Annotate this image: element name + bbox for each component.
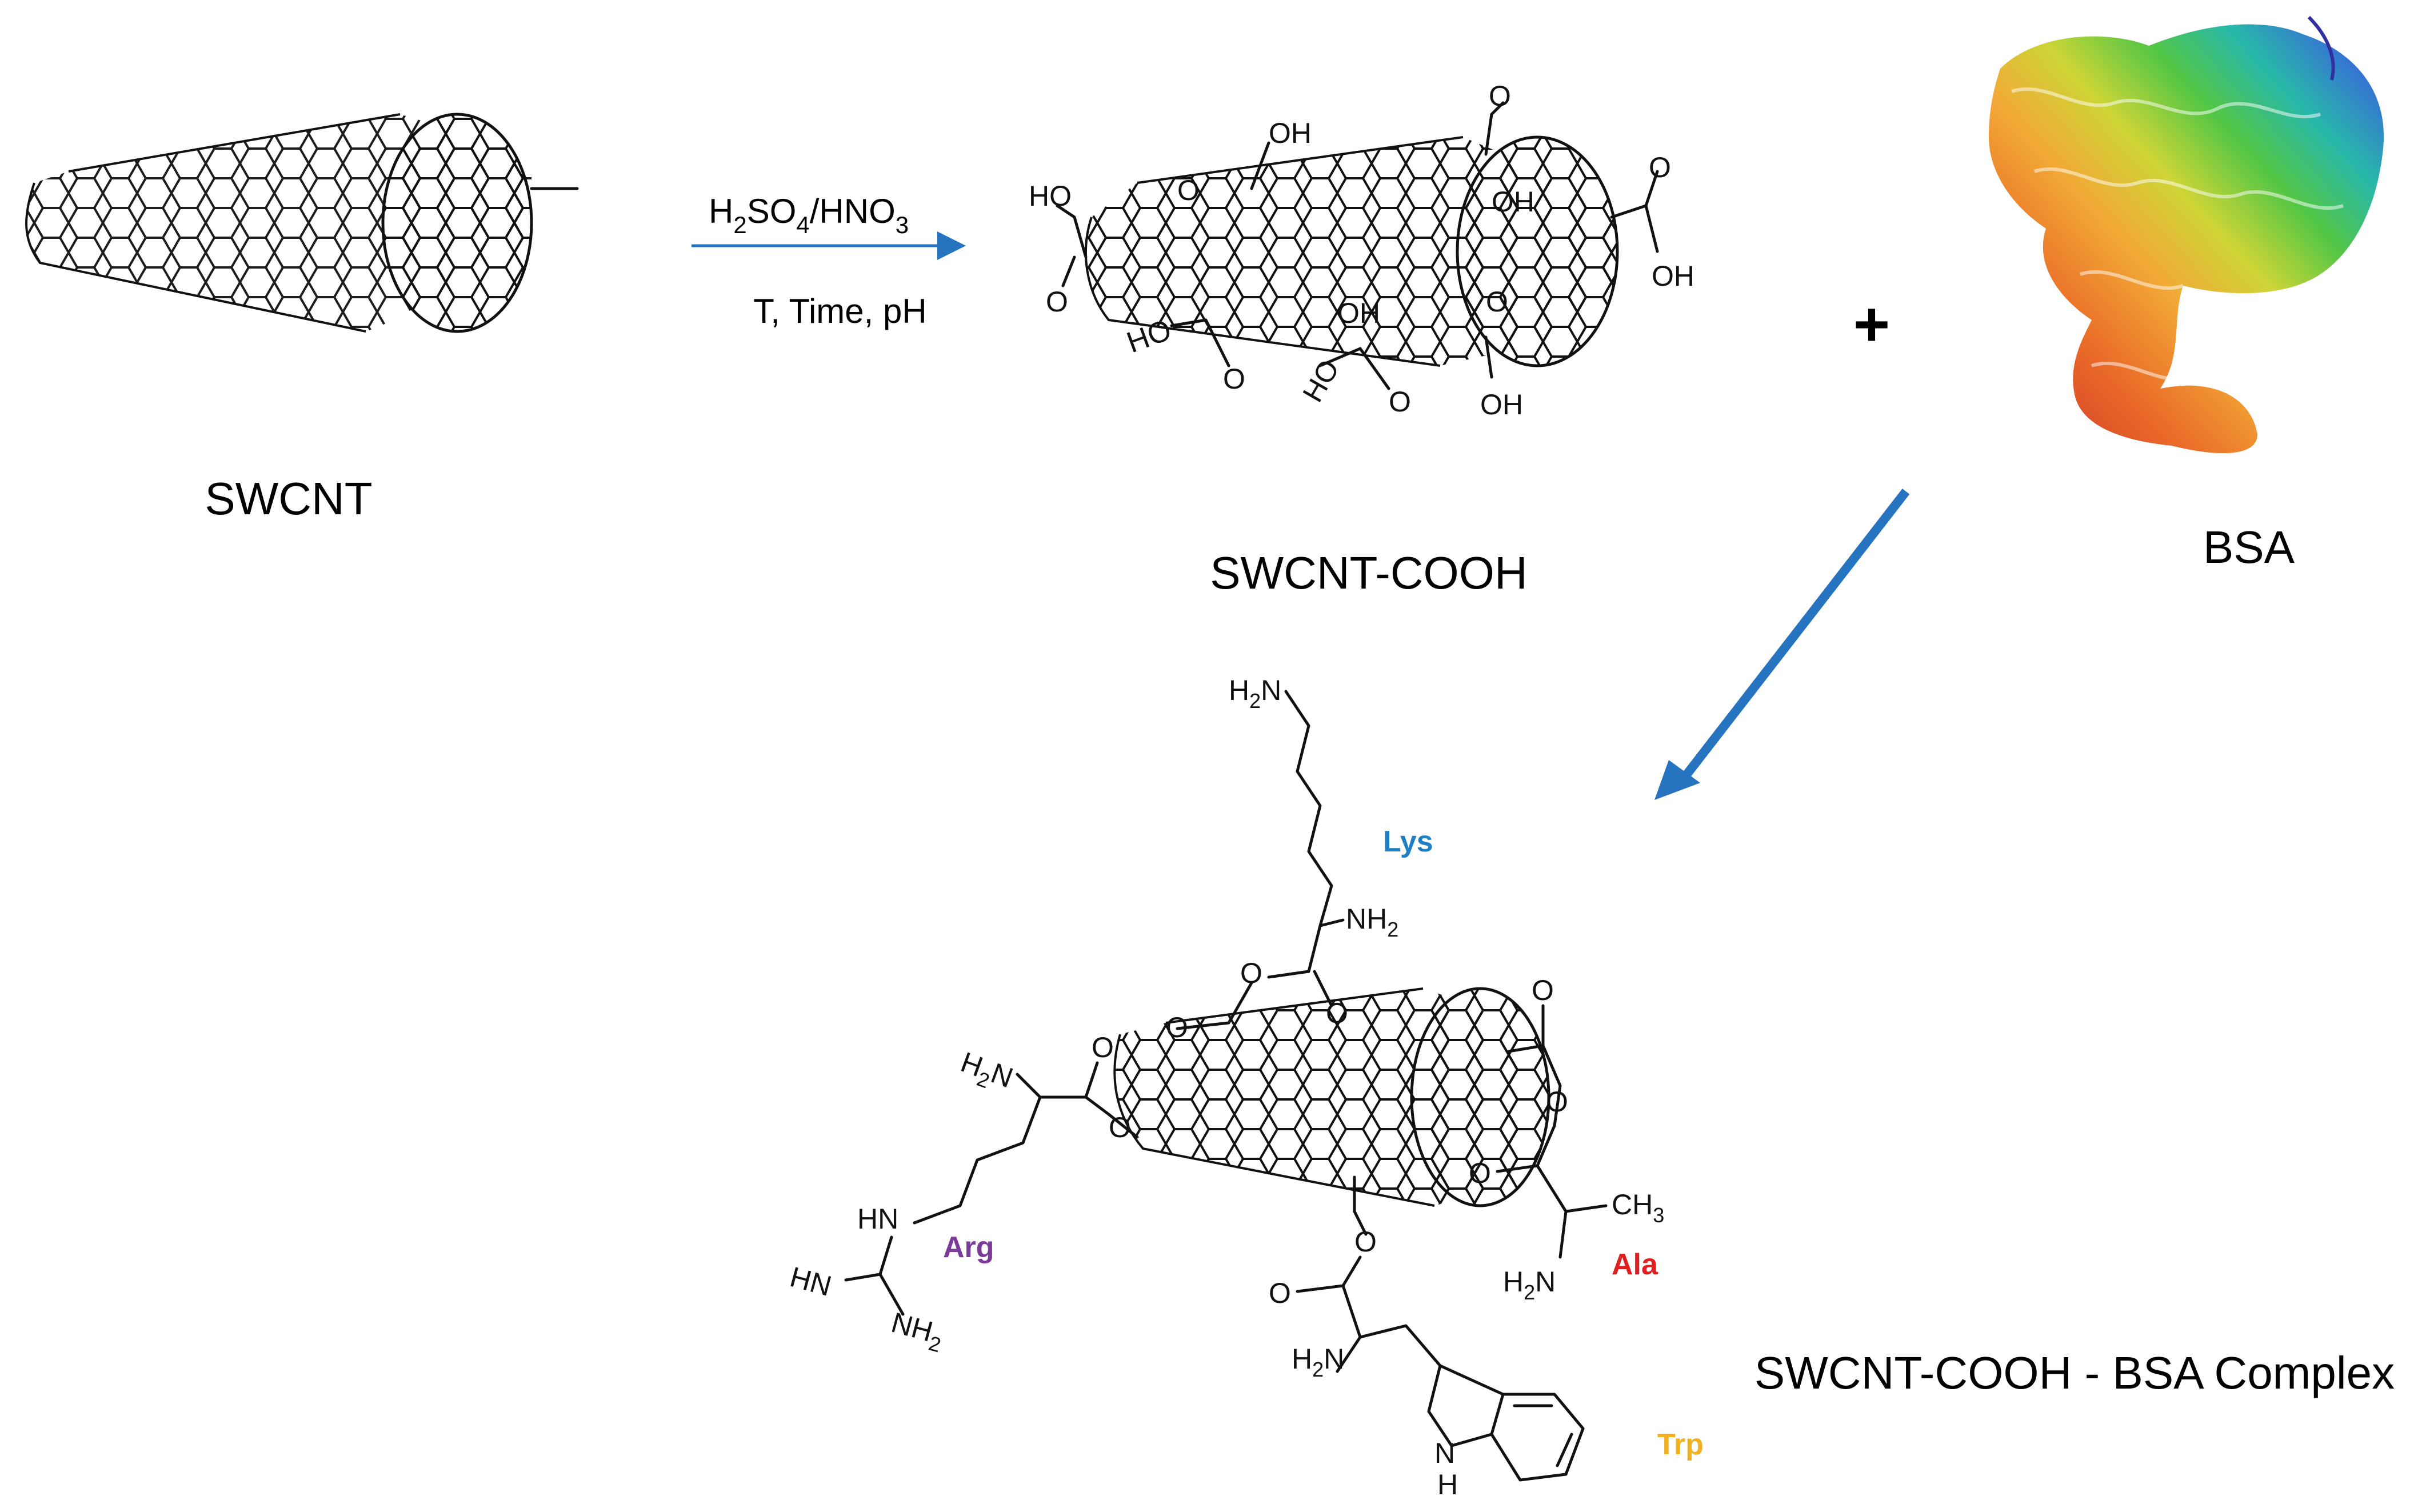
trp-residue: O O H2N N H	[1269, 1175, 1585, 1501]
ala-o-3: O	[1469, 1157, 1491, 1189]
arg-o-2: O	[1109, 1111, 1131, 1143]
trp-o-1: O	[1354, 1226, 1377, 1258]
ho-group-1: HO	[1029, 180, 1072, 212]
swcnt-cooh-label: SWCNT-COOH	[1210, 547, 1528, 598]
o-group-6: O	[1389, 386, 1411, 418]
oh-group-3: OH	[1652, 260, 1694, 292]
arg-o-1: O	[1092, 1031, 1114, 1063]
lys-residue: H2N NH2 O O O	[1166, 674, 1398, 1043]
trp-n-label: N	[1434, 1437, 1455, 1469]
ho-group-3: HO	[1296, 354, 1345, 407]
oh-group-4: OH	[1337, 297, 1380, 329]
arg-nh2-label: NH2	[886, 1306, 947, 1357]
lys-o-2: O	[1326, 997, 1348, 1029]
o-group-3: O	[1489, 80, 1511, 112]
ala-residue: O O O CH3 H2N	[1469, 974, 1664, 1304]
oxidation-arrow	[692, 231, 966, 260]
reagent-label: H2SO4/HNO3	[709, 192, 909, 238]
conditions-label: T, Time, pH	[753, 292, 926, 330]
arg-residue: H2N O O HN HN NH2	[787, 1031, 1139, 1357]
o-group-7: O	[1486, 286, 1508, 318]
arg-imine-label: HN	[787, 1261, 835, 1302]
o-group-1: O	[1046, 286, 1068, 318]
bsa-label: BSA	[2203, 522, 2295, 573]
bsa-protein-structure	[1989, 15, 2384, 454]
arg-label: Arg	[943, 1231, 994, 1264]
lys-label: Lys	[1383, 825, 1433, 858]
oh-group-1: OH	[1269, 117, 1312, 149]
swcnt-label: SWCNT	[205, 473, 372, 524]
lys-nh2-label: NH2	[1346, 903, 1398, 941]
arg-hn-label: HN	[857, 1203, 898, 1235]
trp-amine-label: H2N	[1292, 1343, 1344, 1381]
complex-tube	[1113, 987, 1550, 1207]
o-group-4: O	[1649, 151, 1671, 183]
ala-label: Ala	[1612, 1248, 1658, 1281]
plus-sign: +	[1853, 289, 1890, 359]
arg-amine-label: H2N	[954, 1046, 1017, 1100]
ala-ch3-label: CH3	[1612, 1189, 1664, 1227]
o-group-2: O	[1177, 174, 1200, 206]
ala-o-2: O	[1546, 1086, 1568, 1118]
trp-o-2: O	[1269, 1277, 1291, 1309]
lys-amine-label: H2N	[1229, 674, 1281, 713]
swcnt-tube	[25, 113, 579, 333]
binding-arrow	[1654, 489, 1910, 800]
swcnt-cooh-tube	[1085, 135, 1619, 367]
complex-label: SWCNT-COOH - BSA Complex	[1754, 1347, 2395, 1398]
trp-h-label: H	[1437, 1469, 1458, 1501]
o-group-5: O	[1223, 363, 1245, 395]
ala-amine-label: H2N	[1503, 1266, 1556, 1304]
ala-o-1: O	[1532, 974, 1554, 1006]
oh-group-2: OH	[1492, 186, 1534, 218]
oh-group-5: OH	[1480, 389, 1523, 421]
trp-label: Trp	[1657, 1428, 1704, 1461]
lys-o-3: O	[1166, 1011, 1188, 1043]
